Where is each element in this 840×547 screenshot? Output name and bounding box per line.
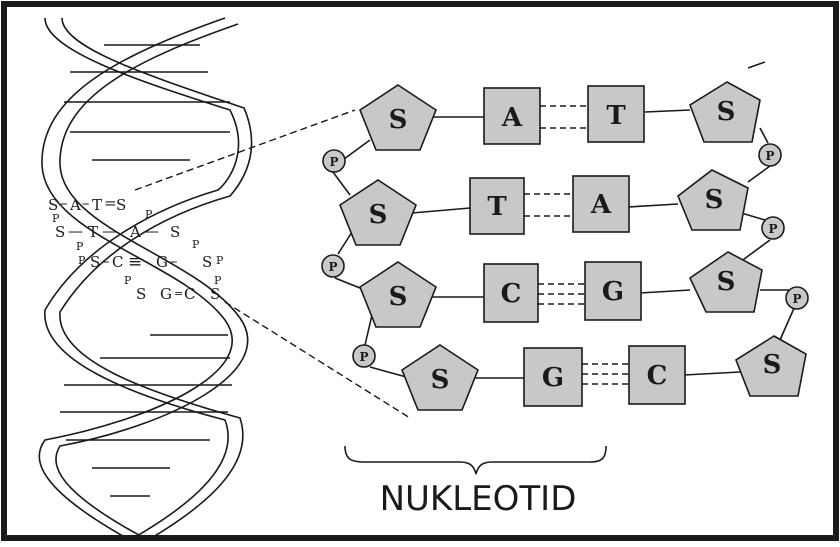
- hydrogen-bonds: [524, 105, 629, 385]
- ladder-sugar: S: [170, 223, 180, 241]
- phosphate-circle: [322, 149, 346, 173]
- zoom-guides: [134, 109, 411, 419]
- base-label: G: [542, 363, 564, 393]
- base-box: [572, 175, 630, 233]
- base-label: G: [602, 277, 624, 307]
- sugar-label: S: [389, 105, 408, 135]
- ladder-bond: –: [170, 252, 178, 270]
- phosphate-label: P: [328, 260, 337, 274]
- base-label: C: [647, 361, 668, 391]
- ladder-phosphate: P: [78, 254, 86, 267]
- ladder-bond: –: [82, 194, 90, 212]
- helix-strand-1b: [55, 23, 249, 541]
- phosphate-label: P: [765, 149, 774, 163]
- helix-strand-2b: [59, 17, 253, 541]
- double-helix: [38, 17, 253, 541]
- sugar-label: S: [389, 282, 408, 312]
- base-label: T: [606, 101, 626, 131]
- ladder-bond: —: [68, 222, 83, 240]
- sugar-label: S: [763, 350, 782, 380]
- ladder-phosphate: P: [192, 238, 200, 251]
- ladder-phosphate: P: [76, 240, 84, 253]
- backbone: [332, 61, 796, 379]
- ladder-bond: —: [144, 222, 159, 240]
- base-label: C: [501, 279, 522, 309]
- phosphate-circle: [761, 216, 785, 240]
- phosphate-circle: [321, 254, 345, 278]
- ladder-bond: —: [102, 222, 117, 240]
- sugar-pentagon: [689, 81, 761, 143]
- sugar-pentagon: [735, 335, 807, 397]
- sugar-pentagon: [359, 261, 437, 328]
- sugar-label: S: [431, 365, 450, 395]
- base-box: [523, 347, 583, 407]
- ladder-base: C: [112, 253, 123, 271]
- phosphate-circle: [758, 143, 782, 167]
- sugar-pentagon: [339, 179, 417, 246]
- ladder-base: A: [129, 223, 141, 241]
- ladder-bond: –: [102, 252, 110, 270]
- base-box: [483, 87, 541, 145]
- phosphates: [321, 143, 809, 368]
- ladder-base: G: [156, 253, 168, 271]
- ladder-sugar: S: [136, 285, 146, 303]
- sugar-pentagon: [677, 169, 749, 231]
- zoom-line-bottom: [224, 301, 411, 419]
- base-label: A: [590, 190, 612, 220]
- nucleotide-caption: NUKLEOTID: [380, 479, 577, 519]
- ladder-base: C: [184, 285, 195, 303]
- ladder-base: T: [88, 223, 98, 241]
- ladder-phosphate: P: [214, 274, 222, 287]
- zoom-line-top: [134, 109, 356, 191]
- base-box: [483, 263, 539, 323]
- nucleotide-brace: [344, 445, 607, 475]
- base-box: [628, 345, 686, 405]
- phosphate-labels: P P P P P P: [328, 149, 801, 364]
- sugar-pentagon: [688, 251, 763, 313]
- phosphate-label: P: [329, 155, 338, 169]
- phosphate-label: P: [768, 222, 777, 236]
- ladder-base: T: [92, 196, 102, 214]
- ladder-sugar: S: [116, 196, 126, 214]
- ladder-sugar: S: [55, 223, 65, 241]
- sugar-labels: S S S S S S S S: [369, 97, 782, 395]
- base-box: [587, 85, 645, 143]
- sugar-label: S: [705, 185, 724, 215]
- base-label: T: [487, 192, 507, 222]
- sugar-pentagon: [359, 84, 437, 151]
- sugars: [339, 81, 807, 411]
- sugar-pentagon: [401, 344, 479, 411]
- base-box: [469, 177, 525, 235]
- bases: [469, 85, 686, 407]
- phosphate-circle: [352, 344, 376, 368]
- helix-ladder: S – A – T = S P P S — T — A — S P P P S …: [48, 194, 224, 303]
- ladder-sugar: S: [210, 285, 220, 303]
- ladder-phosphate: P: [124, 274, 132, 287]
- ladder-bond: =: [104, 194, 117, 212]
- ladder-sugar: S: [90, 253, 100, 271]
- sugar-label: S: [369, 200, 388, 230]
- ladder-bond: =: [174, 287, 183, 300]
- phosphate-circle: [785, 286, 809, 310]
- base-box: [584, 261, 642, 321]
- ladder-sugar: S: [48, 196, 58, 214]
- ladder-bond: –: [60, 194, 68, 212]
- ladder-bond: ≡: [128, 252, 142, 272]
- phosphate-label: P: [792, 292, 801, 306]
- base-label: A: [501, 103, 523, 133]
- helix-strand-2a: [44, 17, 240, 541]
- ladder-base: A: [69, 196, 81, 214]
- sugar-label: S: [717, 267, 736, 297]
- ladder-phosphate: P: [52, 212, 60, 225]
- ladder-phosphate: P: [216, 254, 224, 267]
- sugar-label: S: [717, 97, 736, 127]
- ladder-sugar: S: [202, 253, 212, 271]
- phosphate-label: P: [359, 350, 368, 364]
- base-labels: A T T A C G G C: [487, 101, 667, 393]
- ladder-phosphate: P: [145, 208, 153, 221]
- ladder-base: G: [160, 285, 172, 303]
